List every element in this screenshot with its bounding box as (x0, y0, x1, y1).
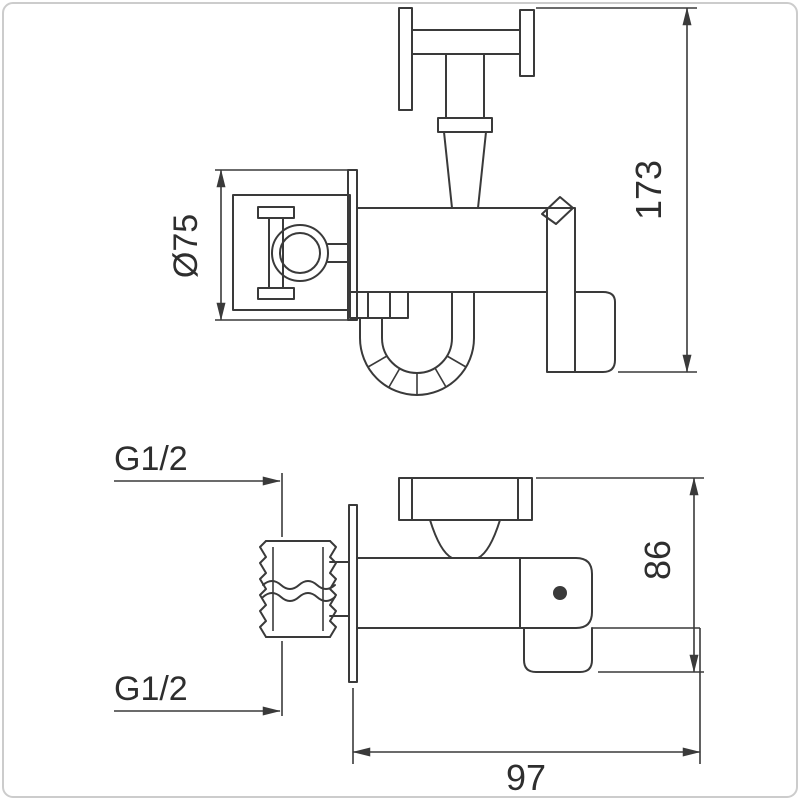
control-button-dot (553, 586, 567, 600)
bracket-outline (546, 207, 616, 373)
body-outline (356, 557, 593, 629)
wall-bracket (541, 196, 616, 373)
overall-height-label: 173 (628, 160, 669, 220)
handle-web (268, 217, 284, 289)
control-handle (257, 206, 349, 300)
escutcheon-square (232, 194, 351, 311)
break-line-bottom (262, 592, 336, 602)
dimension-front-height: 86 (536, 477, 704, 673)
thread-left (259, 540, 267, 638)
sprayer-collar (437, 117, 493, 133)
handle-hub-outer (271, 224, 329, 282)
sprayer-end-cap (519, 9, 535, 77)
handle-bottom-flange (257, 287, 295, 300)
hose-inner (381, 291, 453, 374)
bracket-foot-front (523, 627, 593, 673)
sprayer-front (398, 477, 533, 559)
shower-hose (349, 291, 475, 396)
thread-bottom-label: G1/2 (114, 670, 188, 708)
break-line-top (262, 580, 336, 590)
depth-label: 97 (506, 757, 546, 798)
handle-top-flange (257, 206, 295, 219)
sprayer-head-front (398, 477, 533, 521)
diameter-label: Ø75 (167, 214, 205, 278)
wall-plate-front (348, 504, 358, 683)
square-escutcheon (232, 194, 351, 311)
thread-top-label: G1/2 (114, 440, 188, 478)
bracket-clip (541, 196, 574, 225)
front-height-label: 86 (637, 540, 678, 580)
valve-body-front (356, 557, 700, 673)
valve-body-side (356, 207, 548, 293)
front-view: G1/2 G1/2 86 97 (114, 440, 704, 798)
dimension-diameter: Ø75 (167, 169, 348, 321)
handle-hub-inner (279, 232, 321, 274)
callout-thread-top: G1/2 (114, 440, 283, 537)
hose-nut (349, 291, 409, 319)
dimension-overall-height: 173 (536, 7, 697, 373)
dimension-depth: 97 (352, 628, 701, 798)
sprayer-face-plate (398, 7, 413, 111)
thread-right (329, 540, 337, 638)
callout-thread-bottom: G1/2 (114, 641, 283, 716)
side-view: Ø75 173 (167, 7, 697, 396)
hand-sprayer (398, 7, 535, 209)
threaded-inlet (259, 540, 350, 638)
